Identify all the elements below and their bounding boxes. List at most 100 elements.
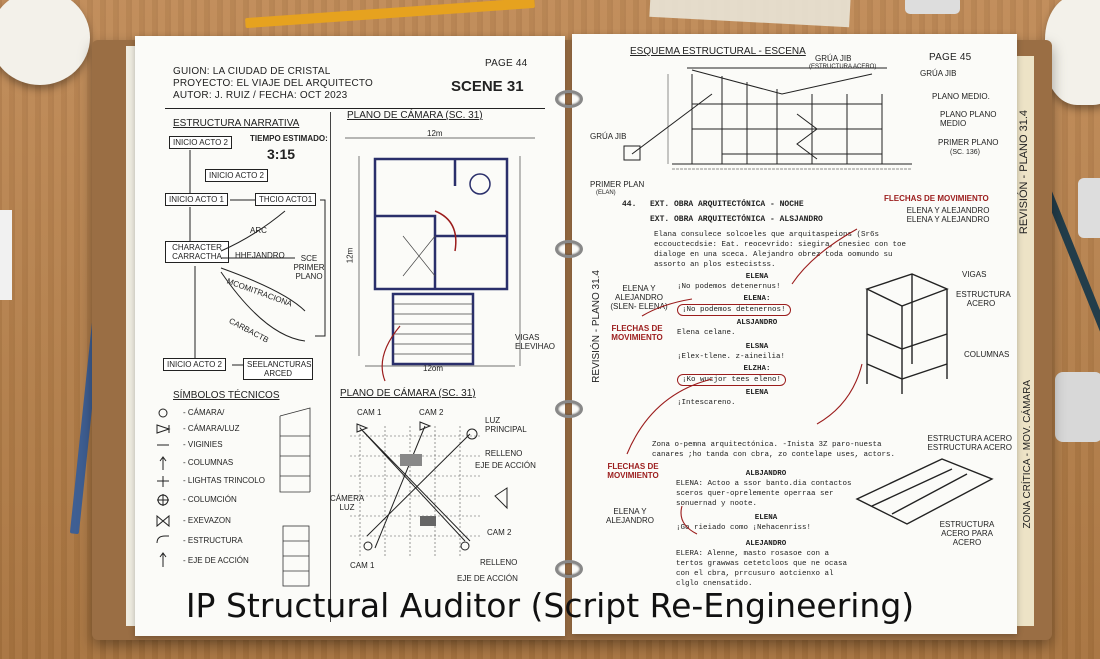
plan2-relleno2: RELLENO — [480, 558, 518, 567]
symbol-8: - ESTRUCTURA — [183, 536, 243, 545]
page-stack-right — [1012, 56, 1034, 626]
binder-ring-3 — [555, 400, 583, 418]
note-est-acero-1: ESTRUCTURA ACERO ESTRUCTURA ACERO — [927, 434, 1012, 452]
symbol-7: - EXEVAZON — [183, 516, 231, 525]
plan2-luz: LUZ PRINCIPAL — [485, 416, 527, 434]
tripod-light-icon — [157, 476, 169, 487]
primer-plano-label: PRIMER PLANO — [938, 138, 999, 147]
project-name: PROYECTO: EL VIAJE DEL ARQUITECTO — [173, 78, 373, 89]
flowchart-arrows — [189, 150, 326, 366]
time-value: 3:15 — [267, 146, 296, 162]
flow-label-hhejandro: HHEJANDRO — [235, 251, 285, 260]
page-number-right: PAGE 45 — [929, 52, 972, 63]
note-vigas: VIGAS — [962, 270, 987, 279]
note-columnas: COLUMNAS — [964, 350, 1010, 359]
time-label: TIEMPO ESTIMADO: — [250, 134, 328, 143]
character-name: ELSNA — [745, 343, 769, 351]
dialogue-line: ¡Elex-tlene. z-aineilia! — [677, 353, 786, 361]
flow-label-sce: SCE PRIMER PLANO — [293, 254, 325, 281]
dialogue-line: Elena celane. — [677, 329, 736, 337]
symbol-1: - CÁMARA/ — [183, 408, 225, 417]
steel-structure-drawings — [626, 228, 994, 535]
action-line: eccouctecdsie: Eat. reocevrido: siegira,… — [654, 241, 907, 249]
column-arrow-icon — [159, 456, 167, 470]
author-date: AUTOR: J. RUIZ / FECHA: OCT 2023 — [173, 90, 348, 101]
dialogue-block: ELENA ¡No podemos detenernus! ELENA: ¡No… — [677, 272, 837, 408]
character-name: ALSJANDRO — [736, 319, 778, 327]
plan2-eje: EJE DE ACCIÓN — [475, 461, 536, 470]
plan2-cam1: CAM 1 — [357, 408, 382, 417]
schema-title: ESQUEMA ESTRUCTURAL - ESCENA — [630, 46, 806, 57]
dialogue-line: ELERA: Alenne, masto rosasoe con a terto… — [676, 550, 848, 588]
eraser-right-1 — [1078, 178, 1100, 238]
plan2-camara-luz: CÁMERA LUZ — [330, 494, 365, 512]
action-block-2: Zona o-pemna arquitectónica. -Inista 3Z … — [652, 440, 895, 460]
flow-box-6: INICIO ACTO 2 — [163, 358, 226, 371]
page-number: PAGE 44 — [485, 58, 528, 69]
dialogue-line: ELENA: Actoo a ssor banto.dia contactos … — [676, 480, 852, 508]
action-line: Zona o-pemna arquitectónica. -Inista 3Z … — [652, 441, 882, 449]
plan2-relleno: RELLENO — [485, 449, 523, 458]
character-name: ELZHA: — [743, 365, 771, 373]
note-elena-alej-top: ELENA Y ALEJANDRO ELENA Y ALEJANDRO — [906, 206, 990, 224]
flow-box-4: THCIO ACTO1 — [255, 193, 317, 206]
action-block: Elana consulece solcoeles que arquitaspe… — [654, 230, 906, 270]
grua-jib-sub: (ESTRUCTURA ACERO) — [809, 64, 877, 70]
floor-plan-drawing — [345, 137, 535, 382]
symbol-2: - CÁMARA/LUZ — [183, 424, 240, 433]
dialogue-line: ¡Go rieiado como ¡Nehacenriss! — [676, 524, 812, 532]
camera-plan-drawing — [350, 421, 508, 556]
plano-medio-label: PLANO MEDIO. — [932, 92, 990, 101]
plan1-dim-bottom: 12om — [423, 364, 444, 373]
dialogue-line: ¡Intescareno. — [677, 399, 736, 407]
note-estructura-acero: ESTRUCTURA ACERO — [956, 290, 1011, 308]
header-rule — [165, 108, 545, 109]
card-left — [0, 210, 12, 300]
plan2-cam2: CAM 2 — [419, 408, 444, 417]
primer-plan-label: PRIMER PLAN — [590, 180, 645, 189]
plan1-dim-top: 12m — [427, 129, 443, 138]
dialogue-block-2: ALBJANDRO ELENA: Actoo a ssor banto.dia … — [676, 469, 856, 589]
action-line: canares ;ho tanda con cbra, zo contelape… — [652, 451, 896, 459]
scene-heading-1: EXT. OBRA ARQUITECTÓNICA - NOCHE — [650, 200, 804, 209]
flow-box-3: INICIO ACTO 1 — [165, 193, 228, 206]
note-flechas-top: FLECHAS DE MOVIMIENTO — [884, 194, 989, 203]
right-page: ESQUEMA ESTRUCTURAL - ESCENA PAGE 45 GRÚ… — [572, 34, 1017, 634]
plan2-title: PLANO DE CÁMARA (SC. 31) — [340, 388, 476, 399]
grua-jib-2: GRÚA JIB — [920, 69, 957, 78]
tab-top: REVISIÓN - PLANO 31.4 — [1018, 110, 1030, 235]
character-name: ELENA: — [743, 295, 771, 303]
structure-elevation-drawing — [623, 67, 912, 170]
symbol-3: - VIGINIES — [183, 440, 223, 449]
dialogue-line-circled: ¡Ko wucjor tees eleno! — [677, 374, 787, 386]
flow-box-5: CHARACTER CARRACTHA — [165, 241, 229, 263]
elan-label: (ELAN) — [596, 190, 616, 196]
action-line: Elana consulece solcoeles que arquitaspe… — [654, 231, 880, 239]
binder-ring-2 — [555, 240, 583, 258]
character-name: ALEJANDRO — [745, 540, 787, 548]
character-name: ELENA — [745, 389, 769, 397]
binder-ring-1 — [555, 90, 583, 108]
plan2-cam1b: CAM 1 — [350, 561, 375, 570]
eraser-top — [905, 0, 960, 14]
hook-icon — [156, 535, 169, 544]
character-name: ELENA — [754, 514, 778, 522]
dialogue-line: ¡No podemos detenernus! — [677, 283, 781, 291]
symbols-title: SÍMBOLOS TÉCNICOS — [173, 390, 280, 401]
narrative-title: ESTRUCTURA NARRATIVA — [173, 118, 300, 129]
action-line: assorto an plos estecistss. — [654, 261, 776, 269]
note-elena-y: ELENA Y ALEJANDRO — [605, 507, 654, 525]
binder-ring-4 — [555, 560, 583, 578]
coffee-mug-left — [0, 0, 90, 85]
note-elena-alej-left: ELENA Y ALEJANDRO (SLEN- ELENA) — [610, 284, 668, 311]
flow-box-7: SEELANCTURAS ARCED — [243, 358, 313, 380]
grua-jib-label: GRÚA JIB — [815, 54, 852, 63]
flow-box-1: INICIO ACTO 2 — [169, 136, 232, 149]
camera-light-icon — [156, 424, 171, 434]
bowtie-icon — [156, 514, 170, 528]
grua-jib-left: GRÚA JIB — [590, 132, 627, 141]
column-divider — [330, 112, 331, 622]
symbol-6: - COLUMCIÓN — [183, 495, 237, 504]
symbol-9: - EJE DE ACCIÓN — [183, 556, 249, 565]
plan1-vigas: VIGAS ELEVIHAO — [515, 333, 556, 351]
